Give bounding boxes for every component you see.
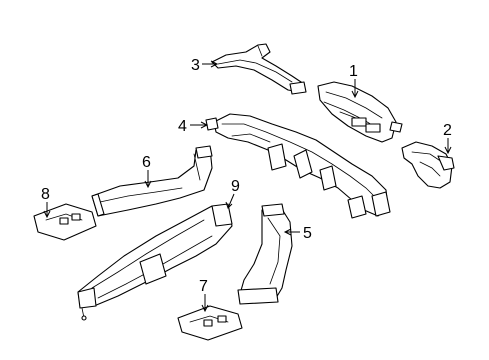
callout-9: 9 xyxy=(225,178,240,209)
callout-6: 6 xyxy=(142,154,152,189)
callout-5: 5 xyxy=(283,225,312,242)
callout-label-7: 7 xyxy=(199,278,208,295)
callout-2: 2 xyxy=(443,122,452,155)
part-7-bracket xyxy=(177,305,243,341)
part-9-long-duct xyxy=(77,203,233,321)
callout-label-6: 6 xyxy=(142,154,151,171)
part-3-duct xyxy=(211,43,307,95)
callout-label-3: 3 xyxy=(191,57,200,74)
part-2-side-duct xyxy=(401,141,455,189)
part-1-center-vent xyxy=(317,81,403,143)
callout-7: 7 xyxy=(199,278,209,313)
part-5-rear-duct xyxy=(237,203,293,305)
part-4-main-duct xyxy=(205,113,391,219)
callout-1: 1 xyxy=(349,63,359,99)
callout-label-1: 1 xyxy=(349,63,358,80)
part-8-bracket xyxy=(33,203,97,241)
callout-3: 3 xyxy=(191,57,219,74)
callout-label-4: 4 xyxy=(178,118,187,135)
callout-label-9: 9 xyxy=(231,178,240,195)
callout-label-5: 5 xyxy=(303,225,312,242)
callout-label-2: 2 xyxy=(443,122,452,139)
callout-label-8: 8 xyxy=(41,186,50,203)
callout-4: 4 xyxy=(178,118,209,135)
part-6-floor-duct xyxy=(91,145,213,217)
callout-8: 8 xyxy=(41,186,51,219)
